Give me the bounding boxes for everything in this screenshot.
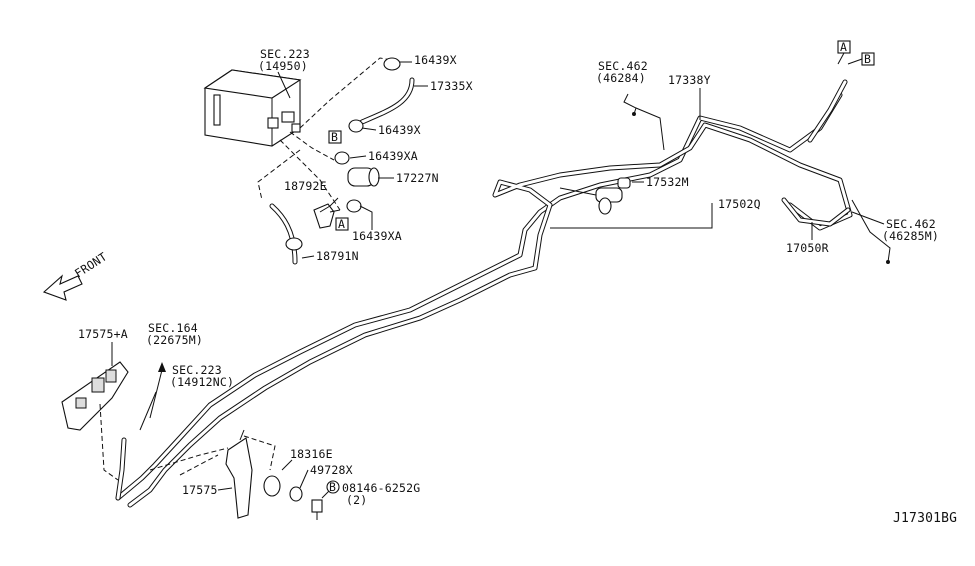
label-sec223-top: SEC.223 (260, 47, 310, 61)
label-17575a: 17575+A (78, 327, 128, 341)
label-sec164-ref: (22675M) (146, 333, 203, 347)
front-arrow (42, 274, 83, 301)
hose-17335x (334, 57, 415, 165)
valve-17532m (559, 177, 631, 215)
hose-18791n (269, 203, 303, 265)
bracket-17575 (225, 429, 253, 519)
evap-canister (203, 69, 302, 147)
main-fuel-tubes (115, 79, 853, 508)
label-17502q: 17502Q (718, 197, 761, 211)
joint-17227n (346, 167, 380, 213)
label-sec462-right-ref: (46285M) (882, 229, 939, 243)
bolt-08146 (311, 499, 323, 520)
label-sec462-right: SEC.462 (886, 217, 936, 231)
label-18791n: 18791N (316, 249, 359, 263)
marker-b-top: B (328, 130, 342, 144)
svg-text:B: B (864, 52, 871, 66)
label-sec462-top: SEC.462 (598, 59, 648, 73)
label-18792e: 18792E (284, 179, 327, 193)
label-17338y: 17338Y (668, 73, 711, 87)
label-17532m: 17532M (646, 175, 689, 189)
label-sec223-bot-ref: (14912NC) (170, 375, 234, 389)
label-sec462-top-ref: (46284) (596, 71, 646, 85)
svg-text:A: A (338, 217, 345, 231)
label-16439xa-b: 16439XA (352, 229, 402, 243)
front-label: FRONT (72, 249, 110, 280)
marker-b-right: B (861, 52, 875, 66)
marker-b-bolt: B (326, 480, 340, 494)
label-16439x-a: 16439X (414, 53, 457, 67)
clip-49728x (289, 486, 303, 502)
marker-a-right: A (837, 40, 851, 54)
connector-18792e (313, 203, 341, 229)
svg-text:A: A (840, 40, 847, 54)
label-17227n: 17227N (396, 171, 439, 185)
bracket-17575a (61, 361, 129, 431)
marker-a-left: A (335, 217, 349, 231)
label-49728x: 49728X (310, 463, 353, 477)
label-08146-qty: (2) (346, 493, 367, 507)
label-18316e: 18316E (290, 447, 333, 461)
label-16439x-b: 16439X (378, 123, 421, 137)
label-sec223-top-ref: (14950) (258, 59, 308, 73)
svg-text:B: B (329, 480, 336, 494)
label-sec164: SEC.164 (148, 321, 198, 335)
label-sec223-bot: SEC.223 (172, 363, 222, 377)
label-16439xa-a: 16439XA (368, 149, 418, 163)
grommet-18316e (263, 475, 281, 497)
label-17335x: 17335X (430, 79, 473, 93)
label-17575: 17575 (182, 483, 218, 497)
label-08146: 08146-6252G (342, 481, 420, 495)
svg-text:B: B (331, 130, 338, 144)
figure-id: J17301BG (893, 511, 957, 526)
label-17050r: 17050R (786, 241, 829, 255)
